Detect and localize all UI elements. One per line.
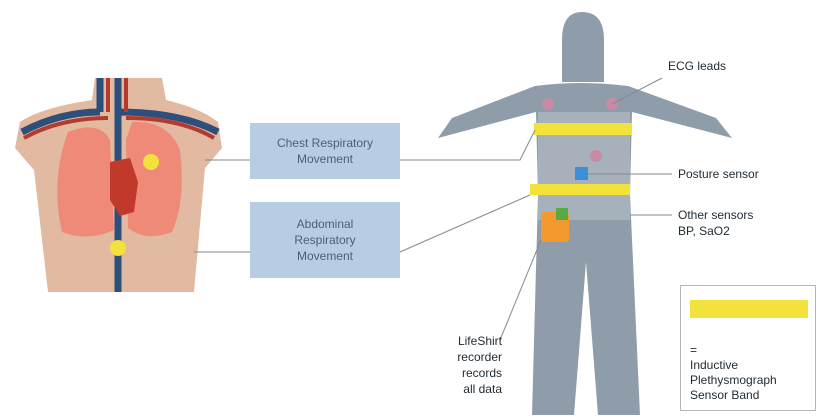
ecg-leads-label: ECG leads <box>668 58 726 74</box>
abdominal-band <box>530 184 630 195</box>
ecg-lead-3 <box>590 150 602 162</box>
other-sensor-accent <box>556 208 568 220</box>
legend-description: Inductive Plethysmograph Sensor Band <box>690 358 777 403</box>
legend: = Inductive Plethysmograph Sensor Band <box>680 285 816 411</box>
legend-text: = Inductive Plethysmograph Sensor Band <box>690 328 777 418</box>
chest-respiratory-box: Chest Respiratory Movement <box>250 123 400 179</box>
hood <box>562 12 604 82</box>
legend-swatch-band <box>690 300 808 318</box>
torso-anatomy <box>15 78 222 292</box>
abdominal-line-right <box>400 195 530 252</box>
legend-equals: = <box>690 343 697 357</box>
other-sensors-label: Other sensors BP, SaO2 <box>678 207 753 239</box>
lifeshirt-recorder-label: LifeShirt recorder records all data <box>450 333 502 397</box>
chest-band <box>534 123 632 135</box>
abdominal-sensor-dot <box>110 240 126 256</box>
ecg-lead-1 <box>542 98 554 110</box>
posture-sensor <box>575 167 588 180</box>
chest-sensor-dot <box>143 154 159 170</box>
left-lung <box>57 128 114 237</box>
abdominal-respiratory-box: Abdominal Respiratory Movement <box>250 202 400 278</box>
posture-sensor-label: Posture sensor <box>678 166 759 182</box>
chest-line-right <box>400 130 535 160</box>
